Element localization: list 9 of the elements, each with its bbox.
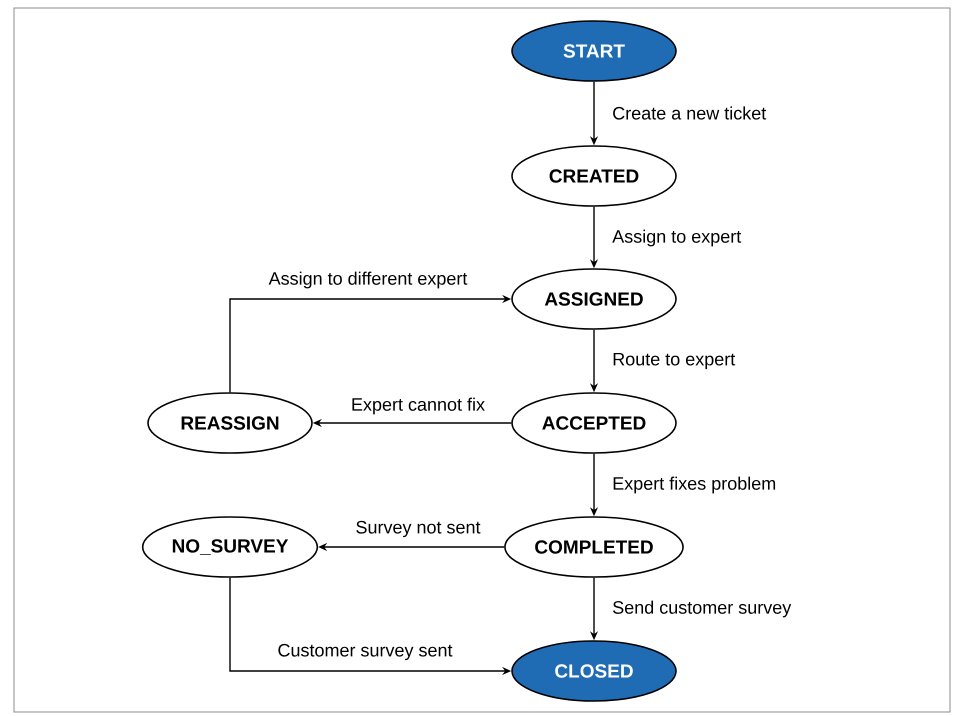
edge-label: Create a new ticket — [611, 105, 768, 121]
edge-label: Expert fixes problem — [611, 476, 778, 494]
edge-label: Assign to expert — [611, 228, 742, 248]
edge-label: Send customer survey — [611, 600, 792, 618]
edge-label: Assign to different expert — [268, 270, 468, 290]
edge-label: Survey not sent — [354, 520, 482, 538]
edge-label: Route to expert — [611, 352, 736, 370]
edge-label: Expert cannot fix — [350, 396, 486, 416]
edge-label: Customer survey sent — [276, 642, 454, 662]
